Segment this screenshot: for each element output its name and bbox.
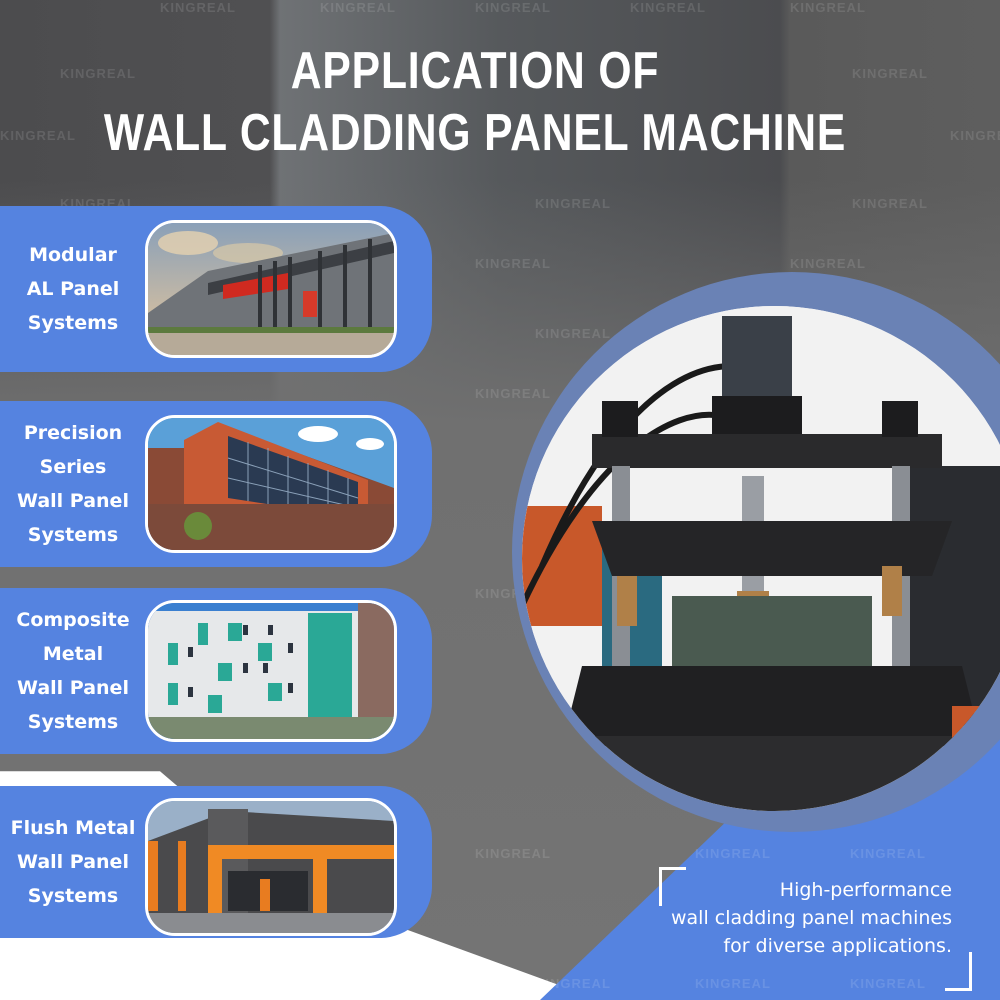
machine-photo [522, 306, 1000, 811]
watermark: KINGREAL [0, 128, 76, 143]
building-photo [145, 415, 397, 553]
watermark: KINGREAL [852, 196, 928, 211]
application-label: Precision Series Wall Panel Systems [0, 401, 146, 567]
label-line: Wall Panel [17, 677, 129, 699]
label-line: Composite [16, 609, 130, 631]
building-photo [145, 600, 397, 742]
caption: High-performance wall cladding panel mac… [660, 876, 952, 960]
label-line: Wall Panel [17, 851, 129, 873]
label-line: AL Panel [26, 278, 120, 300]
white-building-image [148, 603, 394, 739]
watermark: KINGREAL [475, 386, 551, 401]
caption-line-3: for diverse applications. [723, 935, 952, 957]
label-line: Systems [27, 524, 119, 546]
label-line: Wall Panel [17, 490, 129, 512]
application-card-precision-series: Precision Series Wall Panel Systems [0, 401, 432, 567]
bracket-bottom-right-decoration [945, 952, 972, 991]
application-card-modular-al: Modular AL Panel Systems [0, 206, 432, 372]
caption-line-1: High-performance [779, 879, 952, 901]
watermark: KINGREAL [475, 0, 551, 15]
label-line: Precision [23, 422, 123, 444]
label-line: Modular [29, 244, 117, 266]
watermark: KINGREAL [630, 0, 706, 15]
watermark: KINGREAL [475, 256, 551, 271]
page-title: APPLICATION OF WALL CLADDING PANEL MACHI… [86, 40, 865, 164]
application-card-composite-metal: Composite Metal Wall Panel Systems [0, 588, 432, 754]
watermark: KINGREAL [535, 196, 611, 211]
label-line: Metal [42, 643, 104, 665]
caption-line-2: wall cladding panel machines [671, 907, 952, 929]
application-card-flush-metal: Flush Metal Wall Panel Systems [0, 786, 432, 938]
watermark: KINGREAL [160, 0, 236, 15]
application-label: Modular AL Panel Systems [0, 206, 146, 372]
watermark: KINGREAL [695, 976, 771, 991]
watermark: KINGREAL [852, 66, 928, 81]
title-line-1: APPLICATION OF [290, 42, 660, 100]
watermark: KINGREAL [695, 846, 771, 861]
watermark: KINGREAL [475, 846, 551, 861]
label-line: Series [39, 456, 107, 478]
building-photo [145, 220, 397, 358]
application-label: Flush Metal Wall Panel Systems [0, 786, 146, 938]
label-line: Flush Metal [10, 817, 136, 839]
bracket-top-left-decoration [659, 867, 686, 906]
dark-building-image [148, 801, 394, 933]
watermark: KINGREAL [790, 0, 866, 15]
watermark: KINGREAL [850, 976, 926, 991]
watermark: KINGREAL [535, 326, 611, 341]
label-line: Systems [27, 885, 119, 907]
modern-building-image [148, 223, 394, 355]
watermark: KINGREAL [60, 66, 136, 81]
title-line-2: WALL CLADDING PANEL MACHINE [103, 104, 847, 162]
watermark: KINGREAL [790, 256, 866, 271]
building-photo [145, 798, 397, 936]
brick-building-image [148, 418, 394, 550]
watermark: KINGREAL [320, 0, 396, 15]
watermark: KINGREAL [850, 846, 926, 861]
application-label: Composite Metal Wall Panel Systems [0, 588, 146, 754]
label-line: Systems [27, 711, 119, 733]
punching-press-machine-image [522, 306, 1000, 811]
watermark: KINGREAL [950, 128, 1000, 143]
watermark: KINGREAL [535, 976, 611, 991]
label-line: Systems [27, 312, 119, 334]
